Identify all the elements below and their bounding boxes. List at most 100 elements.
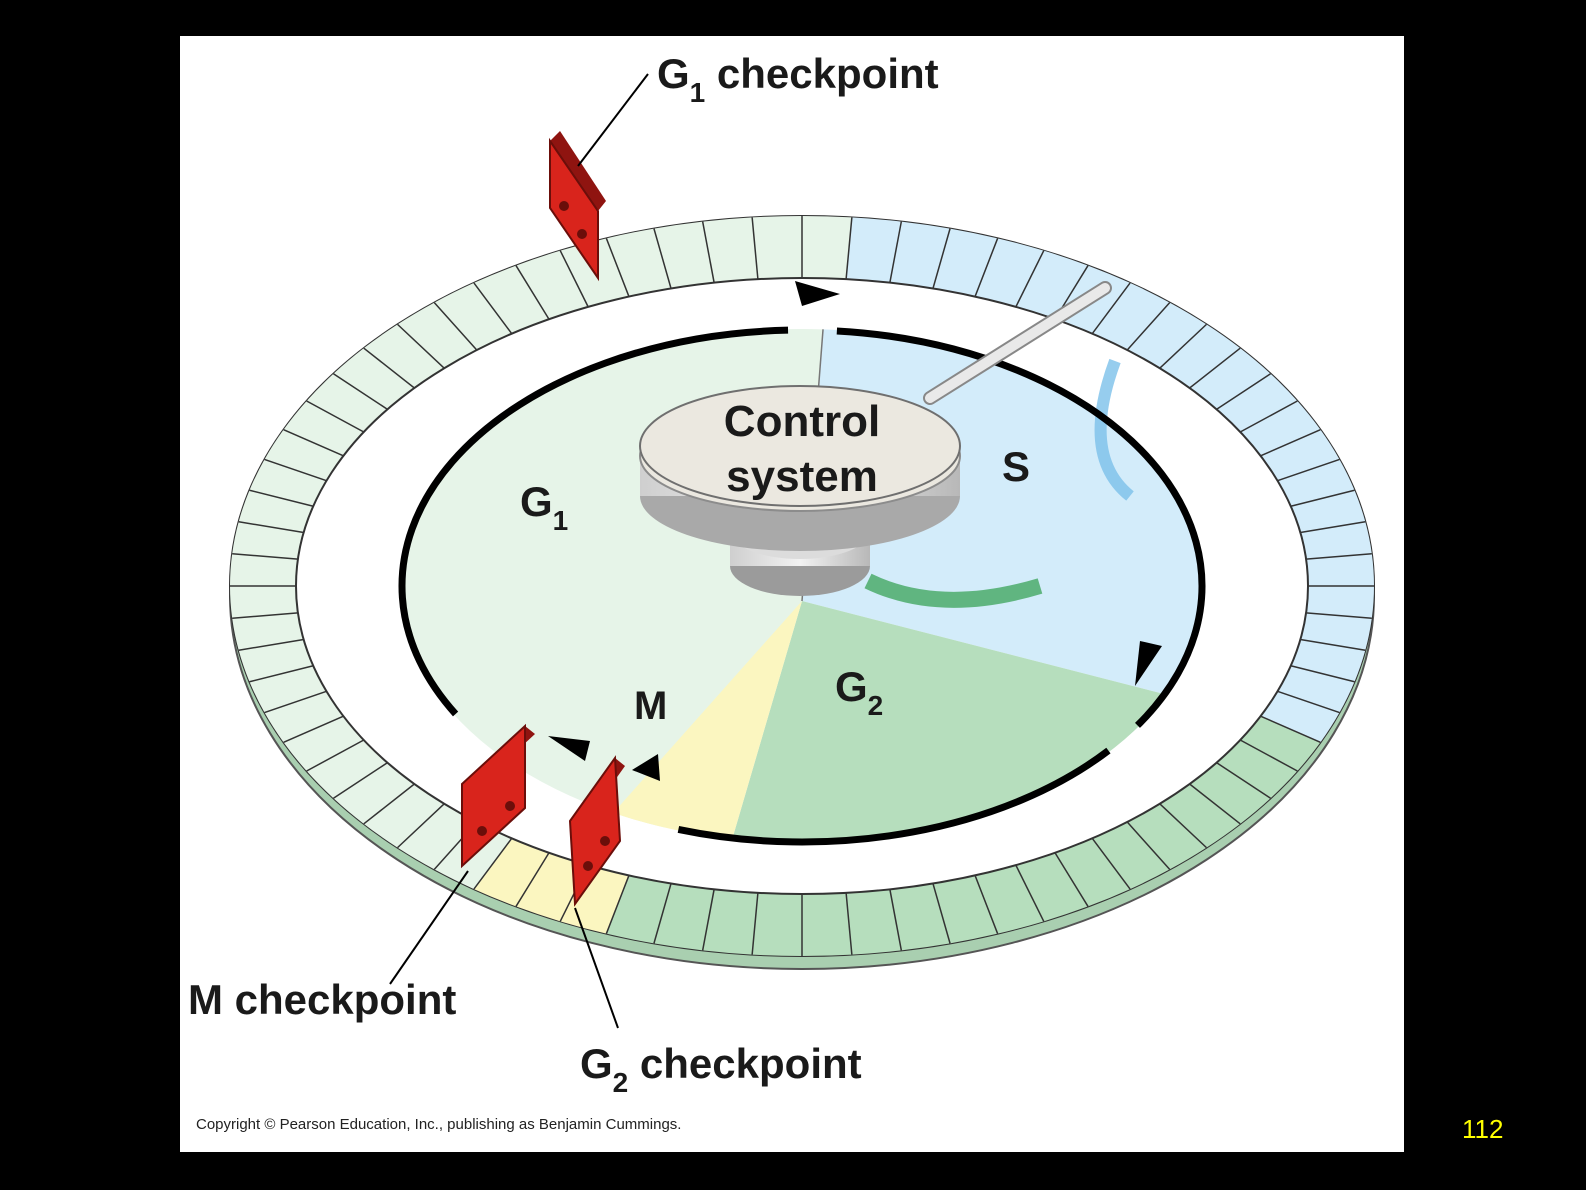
dial-tick-sector <box>1092 821 1170 890</box>
dial-tick-sector <box>1055 838 1131 907</box>
dial-tick-sector <box>333 348 415 410</box>
dial-tick-line <box>264 690 327 714</box>
dial-tick-line <box>1091 282 1131 335</box>
dial-tick-sector <box>846 217 902 283</box>
s-phase-label: S <box>1002 443 1030 490</box>
dial-tick-sector <box>1260 691 1340 743</box>
dial-tick-sector <box>283 716 364 771</box>
dial-tick-line <box>264 458 327 482</box>
dial-tick-sector <box>1260 429 1340 481</box>
dial-tick-line <box>1159 803 1207 849</box>
dial-tick-sector <box>473 265 549 334</box>
dial-tick-line <box>845 217 853 280</box>
dial-tick-sector <box>1189 762 1271 824</box>
control-system-line2: system <box>726 452 878 501</box>
dial-tick-sector <box>1092 282 1170 351</box>
dial-tick-sector <box>363 783 445 848</box>
dial-tick-sector <box>846 889 902 955</box>
dial-tick-line <box>249 489 314 508</box>
arrow-heads <box>548 281 1162 781</box>
s-phase-shadow <box>1094 358 1134 501</box>
control-shaft <box>925 283 1110 403</box>
dial-tick-sector <box>516 852 589 922</box>
dial-tick-sector <box>1240 401 1321 456</box>
arrow-head-m <box>548 736 590 761</box>
dial-tick-sector <box>653 883 715 951</box>
dial-tick-line <box>283 715 344 744</box>
dial-tick-line <box>473 837 513 890</box>
g1-checkpoint-gate <box>549 131 606 282</box>
dial-tick-line <box>932 883 951 944</box>
control-disc-face <box>639 385 961 507</box>
dial-tick-sector <box>975 238 1044 307</box>
slide-number: 112 <box>1462 1114 1504 1144</box>
dial-tick-sector <box>516 250 589 320</box>
dial-tick-sector <box>306 740 388 799</box>
dial-tick-line <box>1277 458 1340 482</box>
dial-tick-lines <box>230 216 1374 956</box>
dial-tick-sector <box>238 639 314 682</box>
dial-tick-line <box>1189 347 1241 389</box>
dial-tick-sector <box>232 521 304 560</box>
dial-tick-line <box>751 217 759 280</box>
dial-tick-sector <box>802 216 852 280</box>
dial-tick-line <box>232 612 298 619</box>
dial-tick-line <box>845 892 853 955</box>
dial-tick-line <box>1300 521 1366 534</box>
dial-tick-sector <box>889 221 951 289</box>
copyright-notice: Copyright © Pearson Education, Inc., pub… <box>196 1116 682 1133</box>
dial-tick-line <box>559 250 589 308</box>
dial-tick-sector <box>1306 586 1374 619</box>
dial-tick-sector <box>889 883 951 951</box>
dial-tick-sector <box>434 282 512 351</box>
dial-tick-line <box>889 889 903 951</box>
dial-tick-sector <box>1015 250 1088 320</box>
dial-tick-line <box>515 852 550 907</box>
g1-phase-label: G1 <box>520 478 568 536</box>
dial-tick-line <box>701 889 715 951</box>
dial-tick-sector <box>238 490 314 533</box>
dial-tick-line <box>333 373 388 410</box>
dial-tick-sector <box>1189 348 1271 410</box>
dial-tick-line <box>605 875 630 934</box>
dial-tick-sector <box>1240 716 1321 771</box>
dial-tick-line <box>238 638 304 651</box>
checkpoint-leader-lines <box>389 73 649 1029</box>
dial-tick-sector <box>1015 852 1088 922</box>
arrow-head-g2 <box>632 754 660 781</box>
dial-tick-sector <box>1127 803 1207 870</box>
dial-tick-sector <box>802 892 852 956</box>
dial-tick-line <box>1216 373 1271 410</box>
dial-tick-line <box>1239 739 1298 772</box>
dial-tick-sector <box>1306 553 1374 586</box>
g1-checkpoint-leader <box>577 73 649 167</box>
dial-tick-sector <box>230 586 298 619</box>
dial-tick-line <box>333 762 388 799</box>
control-system-line1: Control <box>724 397 880 446</box>
dial-tick-sector <box>230 553 298 586</box>
m-phase-label: M <box>634 684 667 728</box>
dial-tick-sector <box>1127 302 1207 369</box>
dial-tick-sector <box>363 324 445 389</box>
dial-tick-line <box>889 221 903 283</box>
dial-tick-line <box>701 221 715 283</box>
dial-tick-sector <box>1159 783 1241 848</box>
dial-tick-line <box>1260 715 1321 744</box>
dial-tick-line <box>1126 302 1171 351</box>
dial-tick-sector <box>306 373 388 432</box>
dial-tick-line <box>605 238 630 297</box>
dial-tick-line <box>1306 553 1372 560</box>
dial-tick-sector <box>702 889 758 955</box>
dial-tick-line <box>306 400 365 433</box>
dial-tick-sector <box>752 216 802 280</box>
dial-tick-line <box>1277 690 1340 714</box>
dial-tick-line <box>515 265 550 320</box>
m-sector <box>613 601 802 840</box>
dial-tick-sector <box>264 429 344 481</box>
m-checkpoint-gate <box>461 723 535 869</box>
dial-tick-sector <box>752 892 802 956</box>
dial-tick-sector <box>1300 612 1372 651</box>
dial-tick-line <box>363 347 415 389</box>
dial-tick-line <box>249 664 314 683</box>
dial-tick-line <box>283 428 344 457</box>
